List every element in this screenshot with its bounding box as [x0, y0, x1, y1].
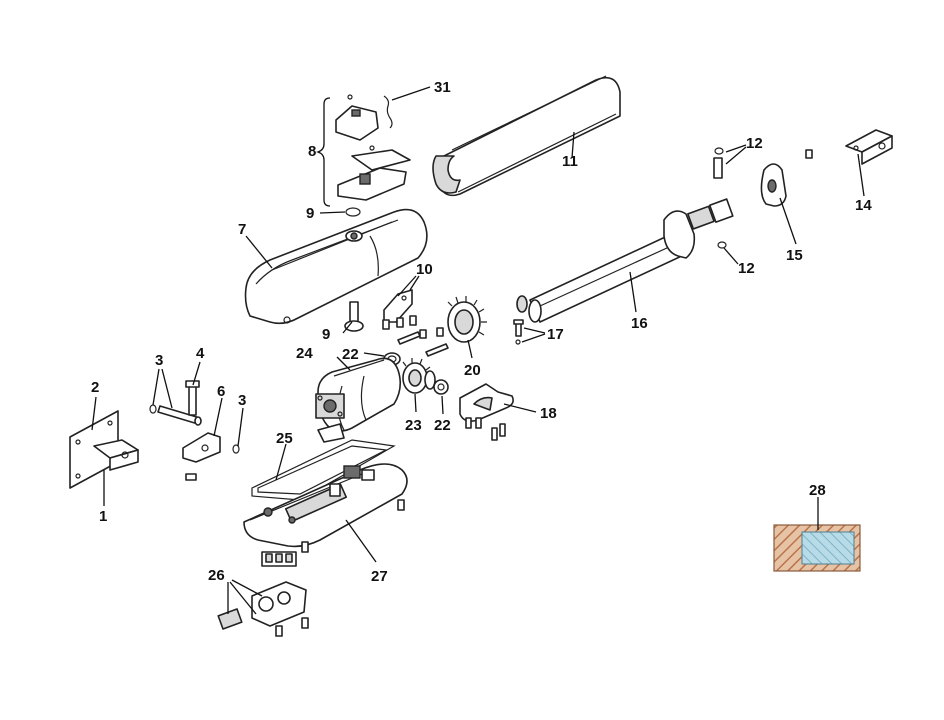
callout-23: 23: [405, 417, 422, 434]
callout-12: 12: [746, 135, 763, 152]
callout-31: 31: [434, 79, 451, 96]
callout-25: 25: [276, 430, 293, 447]
callout-24: 24: [296, 345, 313, 362]
callout-18: 18: [540, 405, 557, 422]
callout-6: 6: [217, 383, 225, 400]
callout-22b: 22: [434, 417, 451, 434]
part-end-bracket: [459, 383, 514, 441]
part-rear-fittings: [713, 129, 893, 249]
callout-8: 8: [308, 143, 316, 160]
callout-4: 4: [196, 345, 205, 362]
callout-15: 15: [786, 247, 803, 264]
callout-28: 28: [809, 482, 826, 499]
callout-22: 22: [342, 346, 359, 363]
callout-14: 14: [855, 197, 872, 214]
callout-11: 11: [562, 153, 578, 170]
callout-17: 17: [547, 326, 564, 343]
callout-10: 10: [416, 261, 433, 278]
callout-12b: 12: [738, 260, 755, 277]
part-wall-bracket: [69, 410, 139, 489]
part-junction-box: [217, 551, 309, 637]
part-profile-cover: [432, 75, 621, 197]
part-motor-cover: [244, 208, 428, 325]
callout-16: 16: [631, 315, 648, 332]
callout-1: 1: [99, 508, 107, 525]
callout-labels: 1 2 3 4 6 3 7 8 9 31 10 9 11 12 12 14 15…: [91, 79, 872, 585]
callout-2: 2: [91, 379, 99, 396]
callout-26: 26: [208, 567, 225, 584]
callout-27: 27: [371, 568, 388, 585]
part-motor: [315, 357, 402, 443]
part-bracket-set: [315, 94, 411, 217]
part-pin-bolt-fork: [149, 380, 240, 481]
part-control-board: [773, 524, 861, 572]
part-base-unit: [243, 463, 408, 553]
part-actuator-tube: [516, 198, 734, 323]
callout-9b: 9: [322, 326, 330, 343]
callout-3: 3: [155, 352, 163, 369]
callout-20: 20: [464, 362, 481, 379]
part-gears: [402, 296, 487, 394]
part-screws-17: [513, 319, 524, 345]
callout-3b: 3: [238, 392, 246, 409]
leader-lines: [91, 86, 865, 615]
callout-7: 7: [238, 221, 246, 238]
callout-9: 9: [306, 205, 314, 222]
